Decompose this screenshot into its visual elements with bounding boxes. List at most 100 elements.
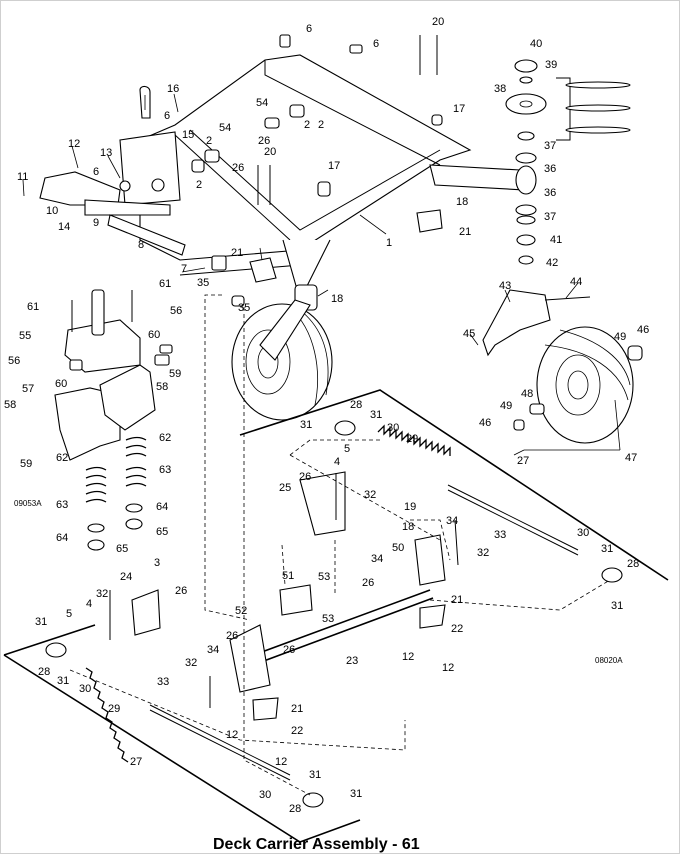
callout-55: 55 [19,330,31,342]
callout-3: 3 [154,557,160,569]
callout-58b: 58 [4,399,16,411]
callout-4: 4 [334,456,340,468]
callout-5: 5 [344,443,350,455]
diagram-title: Deck Carrier Assembly - 61 [213,836,420,853]
main-frame [119,54,537,311]
callout-6: 6 [306,23,312,35]
callout-30c: 30 [79,683,91,695]
callout-28b: 28 [627,558,639,570]
mount-bracket-assembly [54,289,173,461]
callout-59b: 59 [20,458,32,470]
callout-31d: 31 [611,600,623,612]
callout-6d: 6 [93,166,99,178]
callout-31e: 31 [35,616,47,628]
figure-code-right: 08020A [595,656,623,665]
callout-31f: 31 [57,675,69,687]
callout-14: 14 [58,221,70,233]
lift-linkage [109,471,459,721]
callout-63b: 63 [56,499,68,511]
callout-31h: 31 [350,788,362,800]
callout-26b: 26 [232,162,244,174]
callout-28c: 28 [38,666,50,678]
bushings-top [191,34,443,205]
right-caster-assembly [482,289,643,444]
callout-10: 10 [46,205,58,217]
callout-29: 29 [406,433,418,445]
callout-6c: 6 [164,110,170,122]
callout-37: 37 [544,140,556,152]
callout-56b: 56 [8,355,20,367]
springs-left [85,436,147,551]
callout-26e: 26 [175,585,187,597]
callout-59: 59 [169,368,181,380]
callout-23: 23 [346,655,358,667]
callout-28: 28 [350,399,362,411]
callout-31: 31 [300,419,312,431]
callout-47: 47 [625,452,637,464]
callout-39: 39 [545,59,557,71]
callout-27: 27 [517,455,529,467]
callout-53b: 53 [322,613,334,625]
callout-21b: 21 [459,226,471,238]
dashed-leader-lines [69,294,611,796]
group-brackets [3,389,669,843]
callout-1: 1 [386,237,392,249]
callout-labels: 1 2 2 2 2 3 4 4 5 5 6 6 6 6 7 8 9 10 11 … [4,16,649,815]
callout-2c: 2 [196,179,202,191]
callout-51: 51 [282,570,294,582]
callout-27b: 27 [130,756,142,768]
callout-34: 34 [446,515,458,527]
callout-26g: 26 [283,644,295,656]
callout-42: 42 [546,257,558,269]
callout-2b: 2 [318,119,324,131]
callout-33: 33 [494,529,506,541]
callout-34b: 34 [371,553,383,565]
callout-18c: 18 [402,521,414,533]
spring-29-lower [85,667,129,763]
callout-44: 44 [570,276,582,288]
callout-30: 30 [387,422,399,434]
callout-32: 32 [364,489,376,501]
callout-54: 54 [256,97,268,109]
callout-58: 58 [156,381,168,393]
callout-12c: 12 [275,756,287,768]
callout-7: 7 [181,263,187,275]
callout-28d: 28 [289,803,301,815]
callout-19: 19 [404,501,416,513]
callout-21c: 21 [451,594,463,606]
callout-63: 63 [159,464,171,476]
callout-4b: 4 [86,598,92,610]
callout-31b: 31 [370,409,382,421]
callout-2: 2 [304,119,310,131]
callout-22b: 22 [291,725,303,737]
callout-31g: 31 [309,769,321,781]
callout-26d: 26 [362,577,374,589]
callout-13: 13 [100,147,112,159]
callout-61: 61 [27,301,39,313]
callout-35: 35 [197,277,209,289]
callout-11: 11 [17,171,28,183]
callout-2d: 2 [206,135,212,147]
callout-29b: 29 [108,703,120,715]
callout-16: 16 [167,83,179,95]
callout-17: 17 [328,160,340,172]
callout-18: 18 [456,196,468,208]
callout-34c: 34 [207,644,219,656]
callout-65b: 65 [116,543,128,555]
left-pivot-block [211,209,443,307]
callout-8: 8 [138,239,144,251]
callout-22: 22 [451,623,463,635]
callout-56: 56 [170,305,182,317]
callout-37b: 37 [544,211,556,223]
callout-35b: 35 [238,302,250,314]
callout-32c: 32 [96,588,108,600]
callout-65: 65 [156,526,168,538]
callout-25: 25 [279,482,291,494]
callout-50: 50 [392,542,404,554]
callout-12: 12 [68,138,80,150]
callout-12d: 12 [402,651,414,663]
rods-27 [45,420,623,808]
right-pivot-stack [505,59,631,265]
